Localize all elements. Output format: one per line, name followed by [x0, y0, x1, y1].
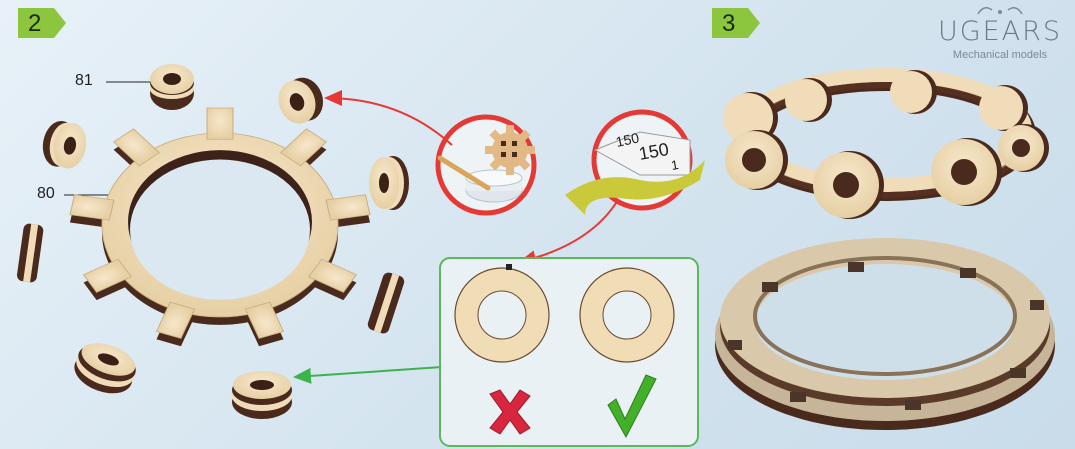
washer-part-81	[69, 336, 141, 401]
sanding-comparison-panel	[440, 258, 698, 446]
washer-part-81	[150, 64, 194, 110]
gear-ring-part-80	[70, 108, 370, 346]
assembled-ring-with-washers	[723, 70, 1049, 219]
burr-mark	[506, 264, 512, 270]
washer-part-81	[369, 156, 409, 210]
red-arrow-to-panel	[520, 200, 618, 262]
red-arrow-to-washer	[326, 98, 452, 145]
washer-part-81	[39, 118, 89, 171]
washer-part-81	[366, 271, 405, 335]
sandpaper-callout: 150 150 1	[565, 112, 705, 215]
glue-applicator-callout	[438, 117, 535, 213]
layered-ring-assembly	[715, 238, 1055, 430]
washer-part-81	[273, 72, 329, 128]
washer-part-81	[232, 371, 292, 419]
green-arrow-to-washer	[295, 367, 442, 377]
small-gear-icon	[485, 125, 535, 175]
washer-sanded	[580, 268, 674, 362]
washer-part-81	[16, 223, 44, 283]
